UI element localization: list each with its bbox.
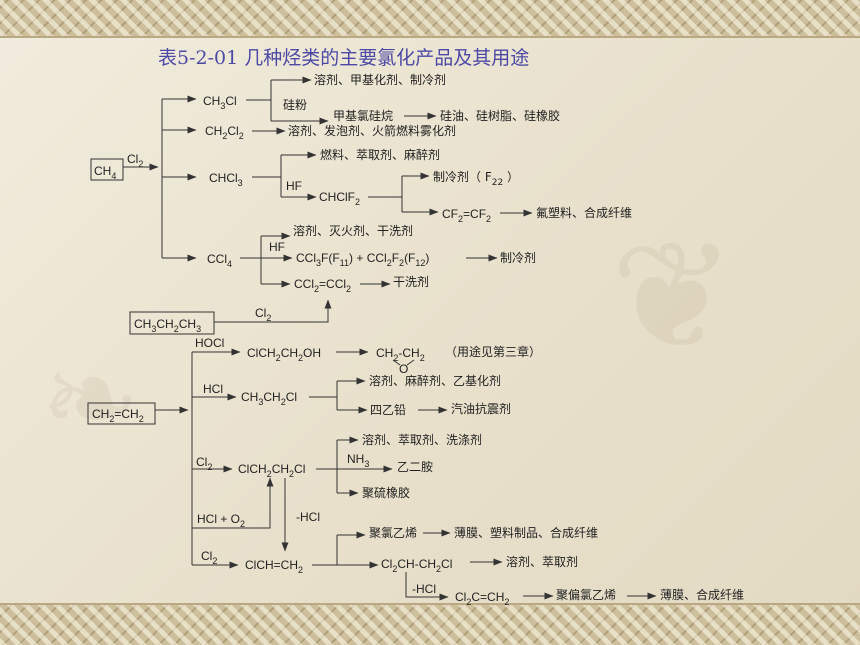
ch4-label: CH4 <box>94 164 116 181</box>
propane-to-pce-arrow <box>214 299 332 323</box>
ch2cl2-use: 溶剂、发泡剂、火箭燃料雾化剂 <box>288 123 456 138</box>
pvdc: 聚偏氯乙烯 <box>556 587 616 602</box>
chcl3-hf-reagent: HF <box>286 179 302 193</box>
ccl4-label: CCl4 <box>207 252 232 269</box>
tetraethyl-lead: 四乙铅 <box>370 403 406 417</box>
page-title: 表5-2-01 几种烃类的主要氯化产品及其用途 <box>158 47 529 69</box>
edc-label: ClCH2CH2Cl <box>238 462 305 479</box>
ch4-box <box>90 158 124 181</box>
methylchlorosilane: 甲基氯硅烷 <box>333 109 393 123</box>
pce-use: 干洗剂 <box>393 274 429 289</box>
polysulfide-rubber: 聚硫橡胶 <box>362 485 410 500</box>
tfe-label: CF2=CF2 <box>442 207 491 224</box>
tce-to-vdc-arrow <box>405 572 449 601</box>
hcl-reagent: HCl <box>203 382 223 396</box>
edc-use: 溶剂、萃取剂、洗涤剂 <box>362 432 482 447</box>
freons-use: 制冷剂 <box>500 250 536 265</box>
ethyl-chloride-label: CH3CH2Cl <box>241 390 297 407</box>
pvc-use: 薄膜、塑料制品、合成纤维 <box>454 525 598 540</box>
silicon-reagent: 硅粉 <box>283 98 307 112</box>
propane-box <box>129 311 215 335</box>
pvc: 聚氯乙烯 <box>369 526 417 540</box>
epoxide-bond-left <box>392 359 401 366</box>
hocl-reagent: HOCl <box>195 336 224 350</box>
decorative-top-border <box>0 0 860 38</box>
tfe-use: 氟塑料、合成纤维 <box>536 205 632 220</box>
trichloroethane-label: Cl2CH-CH2Cl <box>381 557 452 574</box>
pce-label: CCl2=CCl2 <box>294 277 351 294</box>
ethyl-chloride-use: 溶剂、麻醉剂、乙基化剂 <box>369 373 501 388</box>
tce-use: 溶剂、萃取剂 <box>506 554 578 569</box>
cl2-reagent-edc: Cl2 <box>196 455 212 472</box>
ch3cl-label: CH3Cl <box>203 94 237 111</box>
oxychlorination-arrow <box>192 477 274 529</box>
ethylene-label: CH2=CH2 <box>92 407 144 424</box>
tel-use: 汽油抗震剂 <box>451 401 511 416</box>
pvdc-use: 薄膜、合成纤维 <box>660 587 744 602</box>
ch3cl-use: 溶剂、甲基化剂、制冷剂 <box>314 72 446 87</box>
propane-cl2-reagent: Cl2 <box>255 306 271 323</box>
decorative-bottom-border <box>0 603 860 645</box>
dehydrochlorination-label-1: -HCl <box>296 510 320 524</box>
propane-label: CH3CH2CH3 <box>134 317 201 334</box>
epoxide-use-note: （用途见第三章） <box>445 344 541 359</box>
dehydrochlorination-label-2: -HCl <box>412 582 436 596</box>
oxychlorination-reagent: HCl + O2 <box>197 512 245 529</box>
ccl4-use: 溶剂、灭火剂、干洗剂 <box>293 223 413 238</box>
epoxide-bond-right <box>406 359 415 366</box>
ethylenediamine: 乙二胺 <box>397 460 433 474</box>
ccl4-hf-reagent: HF <box>269 240 285 254</box>
ethylene-oxide-label: CH2-CH2 <box>376 346 425 363</box>
silicone-products: 硅油、硅树脂、硅橡胶 <box>440 108 560 123</box>
refrigerant-f22: 制冷剂（ F22 ） <box>433 169 519 188</box>
chcl3-use: 燃料、萃取剂、麻醉剂 <box>320 147 440 162</box>
chclf2-label: CHClF2 <box>319 190 360 207</box>
cl2-reagent-vcm: Cl2 <box>201 549 217 566</box>
chcl3-label: CHCl3 <box>209 171 243 188</box>
ethylene-box <box>87 402 156 425</box>
chlorohydrin-label: ClCH2CH2OH <box>247 346 321 363</box>
ch2cl2-label: CH2Cl2 <box>205 124 244 141</box>
vinylidene-chloride-label: Cl2C=CH2 <box>455 590 509 607</box>
vinyl-chloride-label: ClCH=CH2 <box>245 558 303 575</box>
freons-label: CCl3F(F11) + CCl2F2(F12) <box>296 251 429 268</box>
ch4-cl2-reagent: Cl2 <box>127 152 143 169</box>
nh3-reagent: NH3 <box>347 452 369 469</box>
epoxide-oxygen: O <box>399 362 408 376</box>
